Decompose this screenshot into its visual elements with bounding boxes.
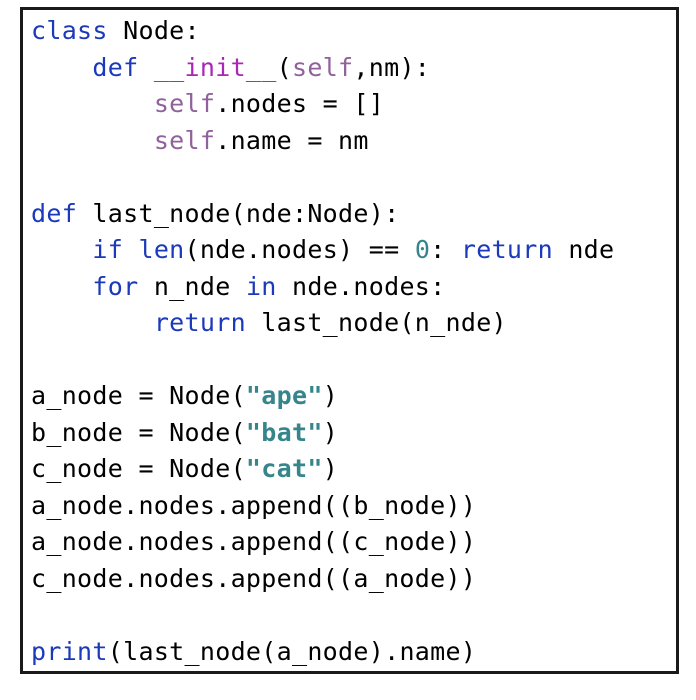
code-token-keyword: def bbox=[31, 198, 78, 228]
code-token-plain: last_node(n_nde) bbox=[245, 308, 507, 337]
code-line bbox=[31, 159, 676, 196]
code-line: b_node = Node("bat") bbox=[31, 415, 676, 452]
code-token-plain: nde bbox=[552, 235, 615, 264]
code-token-plain: a_node.nodes.append((b_node)) bbox=[31, 490, 477, 520]
code-token-plain: : bbox=[430, 235, 461, 264]
code-token-plain: (nde.nodes) == bbox=[184, 235, 415, 264]
code-token-plain: c_node = Node( bbox=[31, 454, 246, 483]
code-token-keyword: for bbox=[92, 271, 139, 301]
code-line: for n_nde in nde.nodes: bbox=[31, 269, 676, 306]
code-snippet-box: class Node: def __init__(self,nm): self.… bbox=[20, 7, 679, 674]
code-line: if len(nde.nodes) == 0: return nde bbox=[31, 232, 676, 269]
code-token-plain: b_node = Node( bbox=[31, 417, 246, 447]
code-token-self: self bbox=[153, 125, 216, 155]
code-token-plain: ) bbox=[322, 454, 339, 483]
code-token-keyword: print bbox=[31, 636, 108, 666]
code-token-plain bbox=[31, 126, 154, 155]
code-token-plain bbox=[31, 53, 92, 82]
code-token-keyword: if bbox=[92, 235, 124, 264]
code-line: a_node.nodes.append((c_node)) bbox=[31, 524, 676, 561]
code-token-self: self bbox=[153, 89, 216, 118]
code-token-keyword: return bbox=[460, 235, 553, 264]
code-token-plain: nde.nodes: bbox=[276, 271, 446, 301]
code-token-plain bbox=[31, 308, 154, 337]
code-token-keyword: in bbox=[245, 271, 277, 301]
code-token-plain: ) bbox=[322, 417, 339, 447]
code-token-keyword: len bbox=[138, 235, 185, 264]
code-token-string: "cat" bbox=[245, 454, 323, 483]
code-line: return last_node(n_nde) bbox=[31, 305, 676, 342]
code-token-keyword: def bbox=[92, 52, 139, 82]
code-token-plain: a_node.nodes.append((c_node)) bbox=[31, 527, 477, 556]
code-token-plain bbox=[138, 53, 153, 82]
code-token-plain bbox=[123, 235, 138, 264]
code-token-dunder: __init__ bbox=[153, 52, 277, 82]
code-line: def last_node(nde:Node): bbox=[31, 196, 676, 233]
code-token-keyword: return bbox=[153, 308, 246, 337]
code-token-self: self bbox=[292, 52, 354, 82]
code-token-plain: .nodes = [] bbox=[215, 89, 385, 118]
code-token-plain: ( bbox=[276, 52, 292, 82]
code-line: self.name = nm bbox=[31, 123, 676, 160]
code-token-plain: last_node(nde:Node): bbox=[77, 198, 400, 228]
code-token-string: "ape" bbox=[245, 381, 323, 410]
code-token-keyword: class bbox=[31, 16, 108, 45]
code-line: print(last_node(a_node).name) bbox=[31, 634, 676, 671]
code-token-plain bbox=[31, 272, 92, 301]
code-line bbox=[31, 342, 676, 379]
code-token-number: 0 bbox=[414, 235, 431, 264]
code-token-plain bbox=[31, 89, 154, 118]
code-area: class Node: def __init__(self,nm): self.… bbox=[31, 13, 676, 671]
code-token-plain: .name = nm bbox=[215, 125, 369, 155]
code-line: def __init__(self,nm): bbox=[31, 50, 676, 87]
code-line: a_node = Node("ape") bbox=[31, 378, 676, 415]
code-token-plain: c_node.nodes.append((a_node)) bbox=[31, 563, 477, 593]
code-token-plain: ) bbox=[322, 381, 339, 410]
code-token-string: "bat" bbox=[245, 417, 323, 447]
code-line: a_node.nodes.append((b_node)) bbox=[31, 488, 676, 525]
code-token-plain: ,nm): bbox=[353, 52, 431, 82]
code-token-plain: (last_node(a_node).name) bbox=[107, 636, 477, 666]
code-token-plain bbox=[31, 235, 92, 264]
code-line: c_node = Node("cat") bbox=[31, 451, 676, 488]
code-line: c_node.nodes.append((a_node)) bbox=[31, 561, 676, 598]
code-token-plain: Node: bbox=[107, 16, 200, 45]
code-token-plain: n_nde bbox=[138, 271, 246, 301]
code-line bbox=[31, 597, 676, 634]
code-line: self.nodes = [] bbox=[31, 86, 676, 123]
code-token-plain: a_node = Node( bbox=[31, 381, 246, 410]
code-line: class Node: bbox=[31, 13, 676, 50]
